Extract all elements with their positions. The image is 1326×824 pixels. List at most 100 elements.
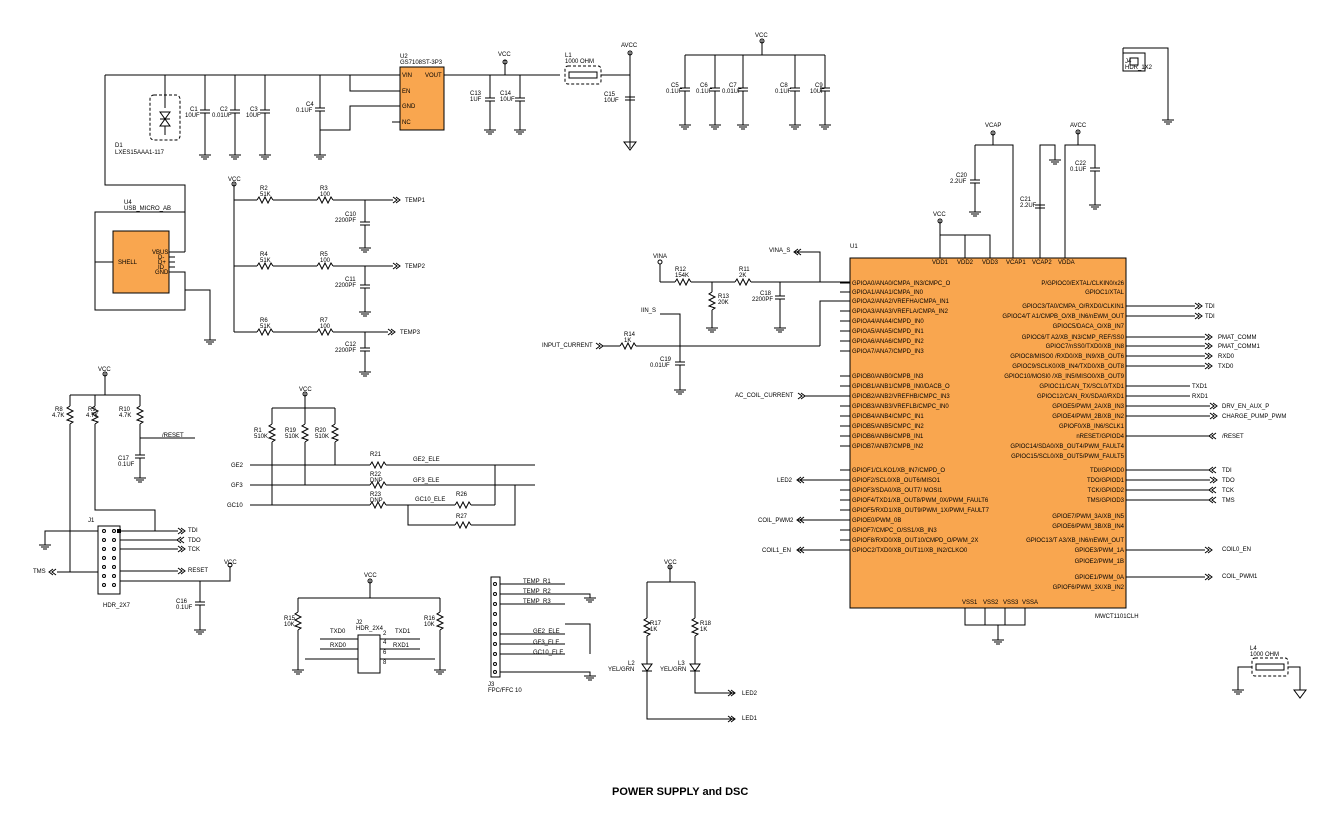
r22-ref: R22 bbox=[370, 472, 382, 478]
u1-right-pin-label: GPIOF6/PWM_3X/XB_IN2 bbox=[1053, 585, 1125, 591]
c8-ref: C8 bbox=[780, 83, 788, 89]
j3-ref: J3 bbox=[488, 682, 495, 688]
c21-ref: C21 bbox=[1020, 197, 1032, 203]
u1-right-pin-label: GPIOC10/MOSI0 /XB_IN5/MISO0/XB_OUT9 bbox=[1004, 374, 1124, 380]
r5-ref: R5 bbox=[320, 252, 328, 258]
gc10-label: GC10 bbox=[227, 503, 243, 509]
net-rxd0-j2: RXD0 bbox=[330, 643, 347, 649]
u1-pin-vdda: VDDA bbox=[1058, 260, 1075, 266]
u1-right-nets: TDI TDI PMAT_COMM PMAT_COMM1 RXD0 TXD0 T… bbox=[1126, 302, 1286, 581]
u1-right-pin-label: TCK/GPIOD2 bbox=[1088, 488, 1125, 494]
net-tdi-2: TDI bbox=[1205, 314, 1215, 320]
net-coil-pwm1: COIL_PWM1 bbox=[1222, 574, 1258, 580]
u1-left-pin-label: GPIOF1/CLKO1/XB_IN7/CMPD_O bbox=[852, 468, 945, 474]
d1-part: LXES15AAA1-117 bbox=[115, 150, 165, 156]
usb-connector-u4: U4 USB_MICRO_AB SHELL VBUS D- D+ ID GND bbox=[94, 200, 217, 345]
u2-pin-nc: NC bbox=[402, 120, 411, 126]
r4-value: 51K bbox=[260, 258, 271, 264]
c18-ref: C18 bbox=[760, 291, 772, 297]
c3-value: 10UF bbox=[246, 113, 261, 119]
u1-right-pin-label: GPIOC3/TA0/CMPA_O/RXD0/CLKIN1 bbox=[1022, 304, 1124, 310]
avcc-label-top: AVCC bbox=[621, 43, 638, 49]
u1-pin-vssa: VSSA bbox=[1022, 600, 1038, 606]
r14-value: 1K bbox=[624, 338, 631, 344]
l3-color: YEL/GRN bbox=[660, 667, 686, 673]
j4-part: HDR_1X2 bbox=[1125, 65, 1153, 71]
j3-ge2-ele-label: GE2_ELE bbox=[533, 629, 560, 635]
u1-pin-vdd2: VDD2 bbox=[957, 260, 974, 266]
j1-ref: J1 bbox=[88, 518, 95, 524]
c2-ref: C2 bbox=[220, 107, 228, 113]
j3-part: FPC/FFC 10 bbox=[488, 688, 522, 694]
c9-value: 10UF bbox=[810, 89, 825, 95]
r1-value: 510K bbox=[254, 434, 268, 440]
net-reset-u1: /RESET bbox=[1222, 434, 1244, 440]
c12-value: 2200PF bbox=[335, 348, 356, 354]
r1-ref: R1 bbox=[254, 428, 262, 434]
r8-value: 4.7K bbox=[52, 413, 64, 419]
ge2-ele-label: GE2_ELE bbox=[413, 457, 440, 463]
u1-pin-vcap1: VCAP1 bbox=[1006, 260, 1026, 266]
r7-ref: R7 bbox=[320, 318, 328, 324]
vina-s-label: VINA_S bbox=[769, 248, 790, 254]
u1-right-pin-label: GPIOE4/PWM_2B/XB_IN2 bbox=[1052, 414, 1124, 420]
c14-value: 10UF bbox=[500, 97, 515, 103]
vcc-label-temp: VCC bbox=[228, 177, 241, 183]
temp3-label: TEMP3 bbox=[400, 330, 421, 336]
l1-ref: L1 bbox=[565, 53, 572, 59]
r4-ref: R4 bbox=[260, 252, 268, 258]
c19-ref: C19 bbox=[660, 357, 672, 363]
d1-ref: D1 bbox=[115, 143, 123, 149]
r10-value: 4.7K bbox=[119, 413, 131, 419]
u4-pin-dp: D+ bbox=[158, 260, 166, 266]
u1-right-pin-label: TMS/GPIOD3 bbox=[1087, 498, 1125, 504]
c4-value: 0.1UF bbox=[296, 108, 313, 114]
ac-coil-current-label: AC_COIL_CURRENT bbox=[735, 393, 794, 399]
ferrite-l1 bbox=[564, 65, 602, 85]
c5-value: 0.1UF bbox=[666, 89, 683, 95]
vcc-label-jtag: VCC bbox=[98, 367, 111, 373]
u1-part: MWCT1101CLH bbox=[1095, 614, 1139, 620]
input-current-label: INPUT_CURRENT bbox=[542, 343, 593, 349]
u1-left-pin-label: GPIOA4/ANA4/CMPD_IN0 bbox=[852, 319, 924, 325]
net-pmat-comm: PMAT_COMM bbox=[1218, 335, 1257, 341]
j1-pins bbox=[102, 529, 116, 587]
r3-ref: R3 bbox=[320, 186, 328, 192]
r17-ref: R17 bbox=[650, 621, 662, 627]
r21-ref: R21 bbox=[370, 452, 382, 458]
c10-value: 2200PF bbox=[335, 218, 356, 224]
u1-right-pin-label: TDI/GPIOD0 bbox=[1090, 468, 1125, 474]
u1-left-pin-label: GPIOA5/ANA5/CMPD_IN1 bbox=[852, 329, 924, 335]
u2-pin-gnd: GND bbox=[402, 104, 416, 110]
header-j1 bbox=[97, 525, 121, 595]
u2-pin-en: EN bbox=[402, 89, 410, 95]
u1-pin-vss1: VSS1 bbox=[962, 600, 978, 606]
vcap-label: VCAP bbox=[985, 123, 1001, 129]
u1-left-pin-label: GPIOF7/CMPC_O/SS1/XB_IN3 bbox=[852, 528, 937, 534]
net-tdo-j1: TDO bbox=[188, 538, 201, 544]
r6-ref: R6 bbox=[260, 318, 268, 324]
c16-ref: C16 bbox=[176, 599, 188, 605]
temp-r2-label: TEMP_R2 bbox=[523, 589, 551, 595]
l2-ref: L2 bbox=[628, 661, 635, 667]
c20-value: 2.2UF bbox=[950, 179, 967, 185]
net-tck-j1: TCK bbox=[188, 547, 200, 553]
j3-gc10-ele-label: GC10_ELE bbox=[533, 650, 563, 656]
net-led1: LED1 bbox=[742, 716, 758, 722]
net-rxd0: RXD0 bbox=[1218, 354, 1235, 360]
vcc-label-decoupling: VCC bbox=[755, 33, 768, 39]
gf3-label: GF3 bbox=[231, 483, 243, 489]
c7-value: 0.01UF bbox=[722, 89, 742, 95]
c8-value: 0.1UF bbox=[775, 89, 792, 95]
u2-pin-vin: VIN bbox=[402, 73, 412, 79]
r23-value: DNP bbox=[370, 498, 383, 504]
u1-left-pin-label: GPIOB0/ANB0/CMPB_IN3 bbox=[852, 374, 924, 380]
l1-value: 1000 OHM bbox=[565, 59, 594, 65]
net-rxd1: RXD1 bbox=[1192, 394, 1209, 400]
u1-right-pin-label: GPIOC12/CAN_RX/SDA0/RXD1 bbox=[1037, 394, 1125, 400]
u2-ref: U2 bbox=[400, 54, 408, 60]
